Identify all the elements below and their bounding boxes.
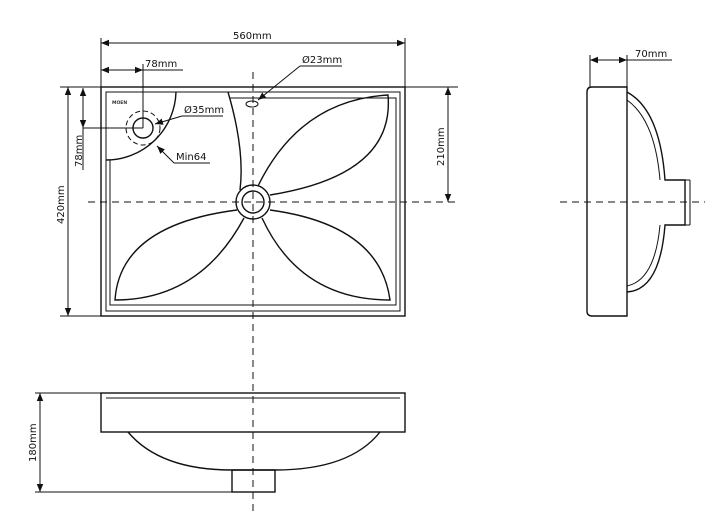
drain-outer xyxy=(235,184,271,220)
side-view xyxy=(586,86,691,317)
width-label: 560mm xyxy=(233,31,272,42)
dim-drain-offset: 210mm xyxy=(405,86,458,202)
rim-depth-label: 70mm xyxy=(635,49,667,60)
dim-height: 180mm xyxy=(28,392,232,493)
dim-tap-offset-y: 78mm xyxy=(74,88,143,170)
overflow-label: Ø23mm xyxy=(302,54,342,66)
petal-top-right xyxy=(257,94,390,196)
drain-outlet xyxy=(231,469,276,493)
dim-tap-offset-x: 78mm xyxy=(101,59,183,128)
dim-depth: 420mm xyxy=(56,86,101,317)
min-label: Min64 xyxy=(176,152,206,163)
dim-width: 560mm xyxy=(100,31,406,87)
front-view xyxy=(100,392,406,493)
dim-min: Min64 xyxy=(156,145,210,164)
overflow-hole xyxy=(245,100,259,108)
tap-clearance-circle xyxy=(125,110,161,146)
tap-offset-y-label: 78mm xyxy=(74,135,85,167)
bowl-slope xyxy=(227,91,242,191)
drain-offset-label: 210mm xyxy=(436,127,447,166)
petal-bottom-right xyxy=(261,209,391,301)
petal-bottom-left xyxy=(114,209,245,301)
dim-overflow: Ø23mm xyxy=(257,54,342,101)
tap-offset-x-label: 78mm xyxy=(145,59,177,70)
depth-label: 420mm xyxy=(56,185,67,224)
bowl-edge xyxy=(109,97,397,306)
drain-inner xyxy=(241,190,265,214)
tap-deck-arc xyxy=(105,91,177,161)
tap-hole-label: Ø35mm xyxy=(184,104,224,116)
dim-rim-depth: 70mm xyxy=(589,49,672,87)
height-label: 180mm xyxy=(28,423,39,462)
dim-tap-hole: Ø35mm xyxy=(154,104,224,125)
brand-logo: MOEN xyxy=(112,100,127,106)
